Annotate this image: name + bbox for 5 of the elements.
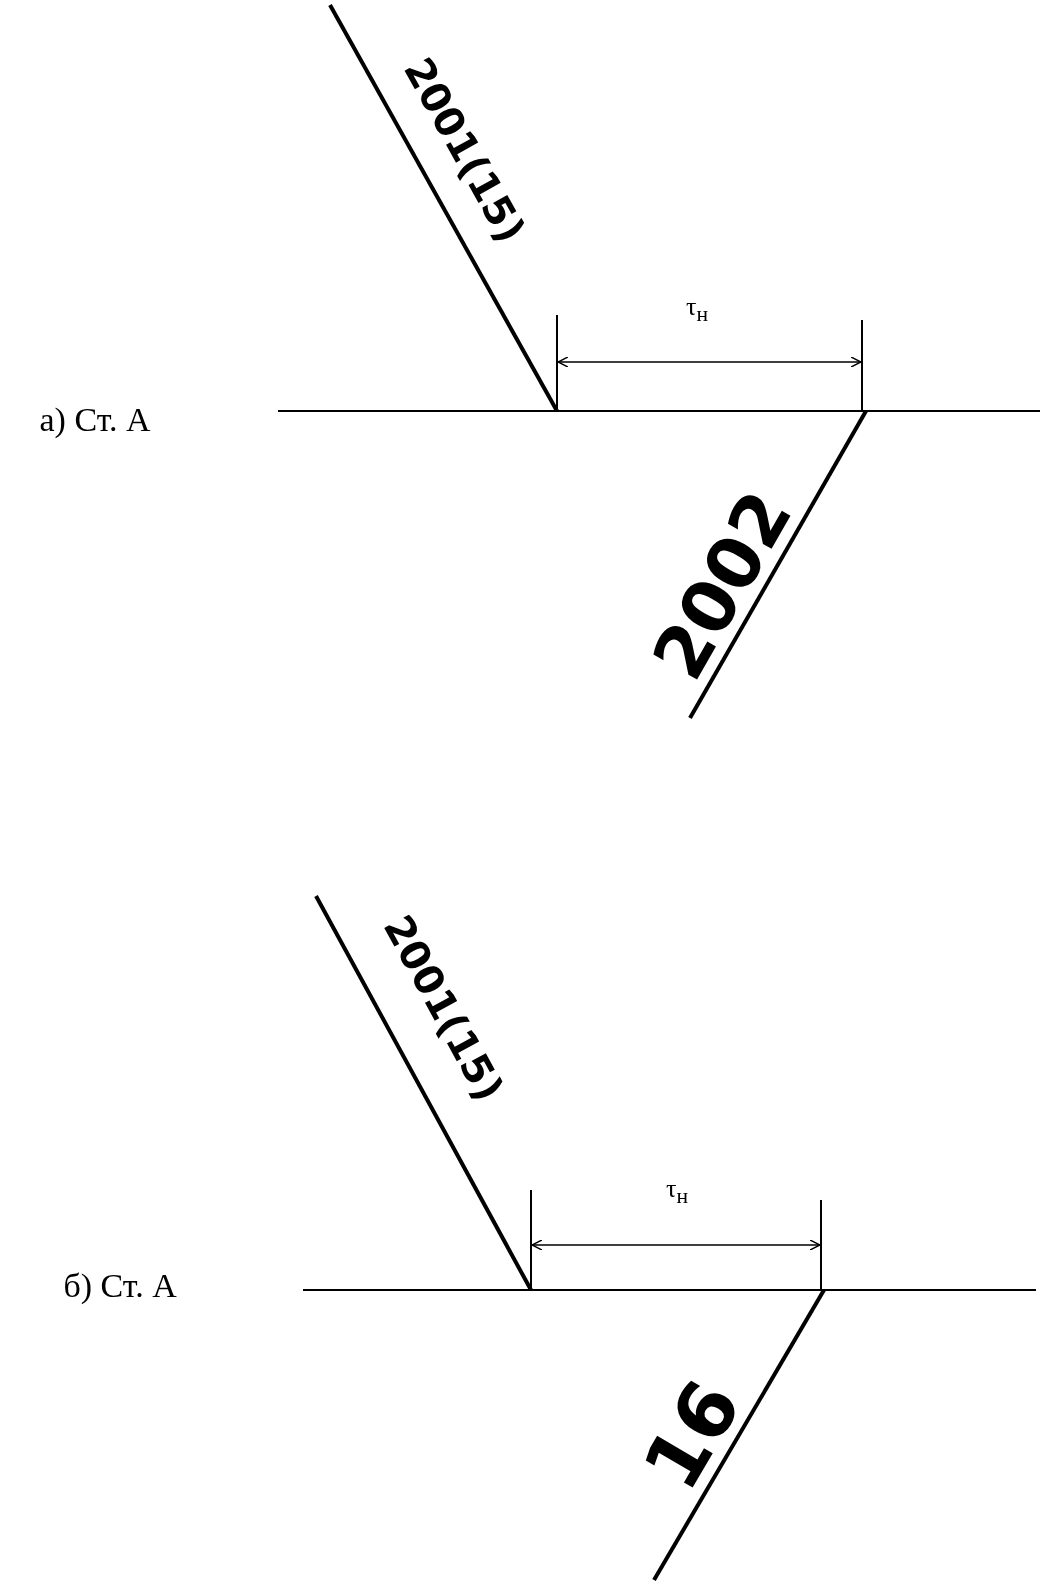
station-label: б) Ст. А bbox=[63, 1269, 177, 1303]
interval-label: τ$_{н}$ bbox=[686, 294, 709, 326]
station-label: а) Ст. А bbox=[39, 403, 151, 437]
interval-label: τ$_{н}$ bbox=[666, 1176, 689, 1208]
train-number: 16 bbox=[630, 1368, 753, 1502]
